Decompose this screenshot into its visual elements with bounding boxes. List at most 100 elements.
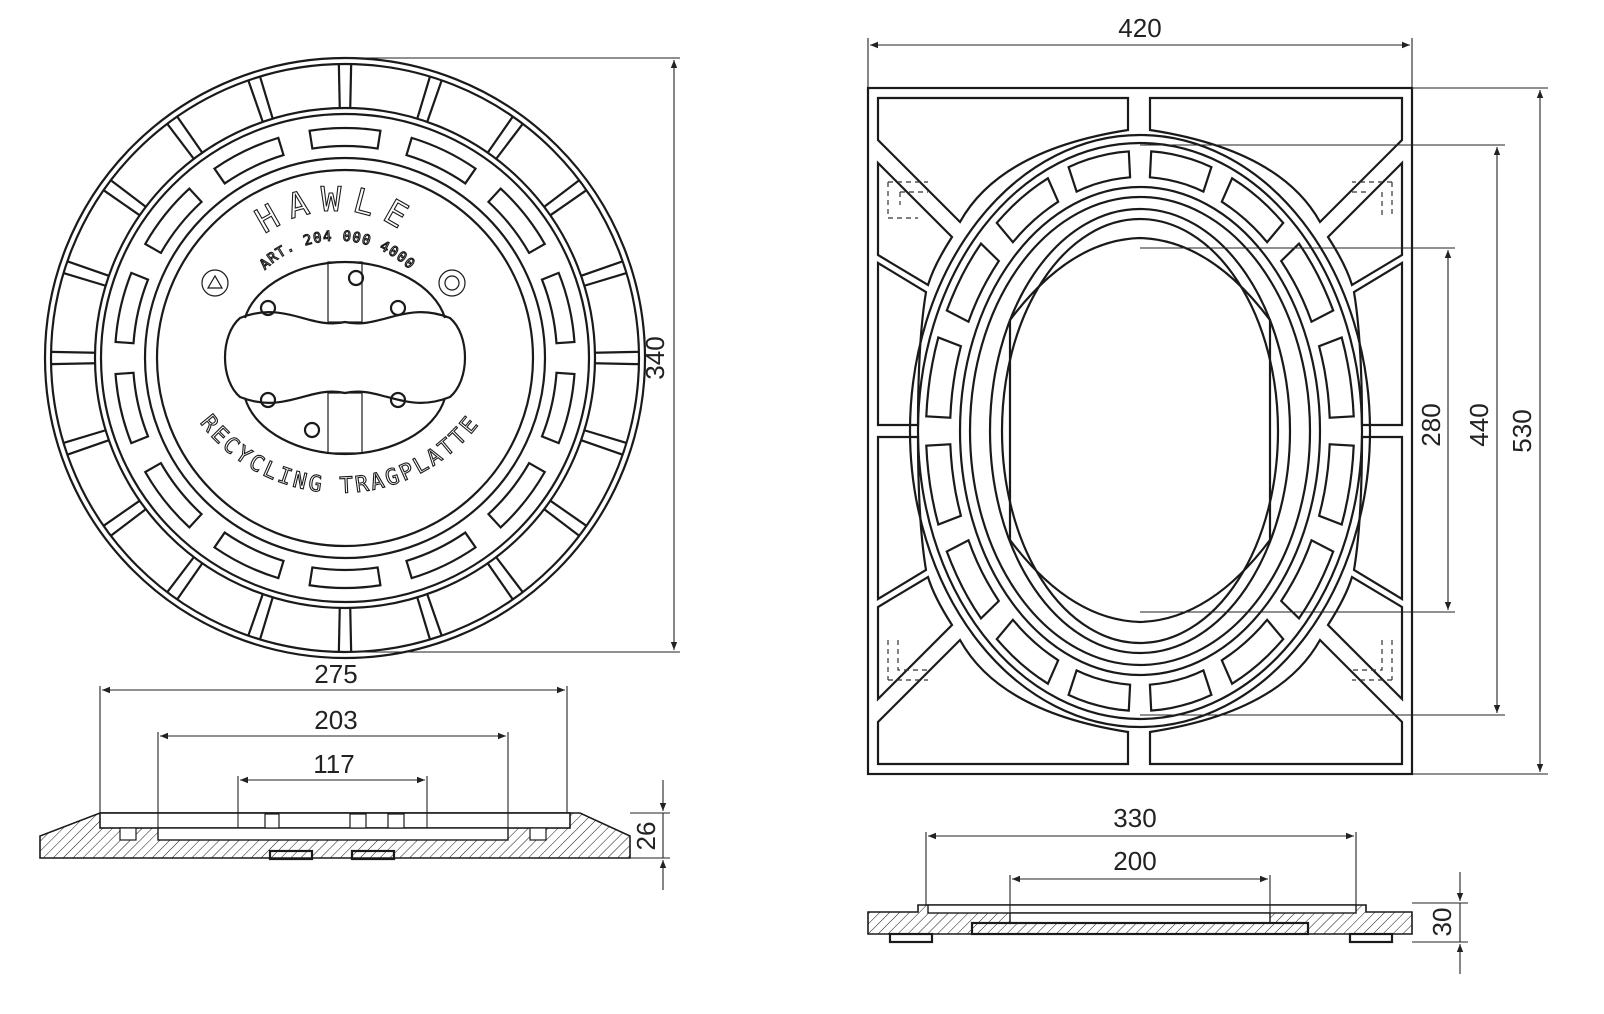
oval-slot [1220, 176, 1285, 244]
oval-ring-1 [908, 133, 1372, 729]
handle-lower-recess [243, 397, 447, 456]
dim-label-340: 340 [640, 336, 670, 379]
rib-spoke [486, 562, 514, 601]
oval-slot [1067, 668, 1132, 712]
dim-label-440: 440 [1464, 403, 1494, 446]
oval-inner-opening [1008, 236, 1272, 624]
dim-label-30: 30 [1427, 908, 1457, 937]
rib-spoke [63, 429, 106, 445]
rib-spoke [543, 508, 580, 537]
dim-label-280: 280 [1416, 403, 1446, 446]
handle-pin [259, 299, 277, 317]
rib-spoke [416, 597, 432, 640]
rib-spoke [166, 556, 195, 593]
round-plate-section: 275 203 117 26 [39, 659, 670, 890]
corner-panel-top-right-lower [1326, 160, 1404, 287]
square-section-foot [1348, 932, 1394, 944]
handle-grip [223, 311, 467, 404]
inner-rib-slots [114, 126, 576, 590]
oval-slot [1067, 150, 1132, 194]
oval-slot [995, 618, 1060, 686]
rib-spoke [594, 350, 639, 354]
rib-slot [143, 461, 204, 529]
oval-slot [1220, 618, 1285, 686]
rib-slot [486, 187, 547, 255]
rib-spoke [580, 439, 624, 456]
rib-spoke [51, 350, 96, 354]
square-plate-top-view: 420 530 440 280 [866, 13, 1548, 776]
dim-label-200: 200 [1113, 846, 1156, 876]
round-section-foot [268, 849, 314, 861]
rib-spoke [584, 429, 627, 445]
handle-pin [389, 391, 407, 409]
oval-slot [995, 176, 1060, 244]
corner-mark [1352, 181, 1393, 218]
oval-slot [1279, 241, 1335, 324]
dim-label-117: 117 [313, 749, 354, 779]
square-section-foot [888, 932, 934, 944]
round-plate-ring-4 [155, 168, 535, 548]
corner-panel-bottom-left [876, 638, 1130, 766]
round-plate-ring-3 [143, 156, 547, 560]
oval-slot [1148, 150, 1213, 194]
oval-slot [945, 538, 1001, 621]
oval-slot [925, 336, 963, 419]
rib-spoke [495, 123, 524, 160]
square-plate-section: 330 200 30 [867, 803, 1468, 974]
oval-rib-slots [925, 150, 1355, 712]
rib-spoke [486, 115, 514, 154]
outer-rib-spokes [51, 64, 639, 652]
rib-spoke [51, 362, 96, 366]
corner-mark [887, 181, 928, 219]
rib-spoke [176, 115, 204, 154]
oval-slot [1148, 668, 1213, 712]
round-plate-rim-inner [49, 62, 641, 654]
oval-ring-3 [958, 185, 1322, 677]
rib-slot [308, 566, 382, 590]
corner-panel-bottom-right [1148, 638, 1404, 766]
rib-spoke [337, 64, 341, 109]
rib-spoke [247, 593, 264, 637]
corner-panel-bottom-left-upper [876, 575, 954, 702]
rib-spoke [426, 79, 443, 123]
rib-spoke [543, 179, 580, 208]
rib-spoke [349, 607, 353, 652]
rib-spoke [110, 508, 147, 537]
quality-mark-icon [438, 269, 466, 297]
corner-panel-top-left [876, 96, 1130, 224]
oval-slot [1317, 443, 1355, 526]
square-section-inner-plate [970, 921, 1310, 936]
rib-spoke [549, 189, 588, 217]
corner-panel-top-right [1148, 96, 1404, 224]
rib-spoke [102, 189, 141, 217]
square-plate-outline [866, 86, 1414, 776]
round-section-foot [350, 849, 396, 861]
handle-lower-web [327, 392, 363, 454]
handle-pin [259, 391, 277, 409]
handle-pin [303, 421, 321, 439]
rib-spoke [63, 271, 106, 287]
round-plate-ring-2 [99, 112, 591, 604]
dim-label-275: 275 [314, 659, 357, 689]
oval-ring-2 [916, 141, 1364, 721]
rib-spoke [580, 260, 624, 277]
rib-spoke [176, 562, 204, 601]
rib-spoke [349, 64, 353, 109]
round-plate-rim-outer [43, 56, 647, 660]
oval-slot [1317, 336, 1355, 419]
dim-label-530: 530 [1507, 409, 1537, 452]
dim-label-420: 420 [1118, 13, 1161, 43]
dim-label-26: 26 [631, 822, 661, 851]
recycling-icon [201, 269, 229, 297]
corner-panel-bottom-right-upper [1326, 575, 1404, 702]
oval-ring-4 [968, 195, 1312, 667]
handle-pin [389, 299, 407, 317]
handle-upper-web [327, 261, 363, 323]
rib-slot [114, 271, 150, 345]
handle-pin [347, 269, 365, 287]
rib-spoke [416, 76, 432, 119]
rib-spoke [337, 607, 341, 652]
round-plate-ring-1 [93, 106, 597, 610]
rib-spoke [102, 499, 141, 527]
